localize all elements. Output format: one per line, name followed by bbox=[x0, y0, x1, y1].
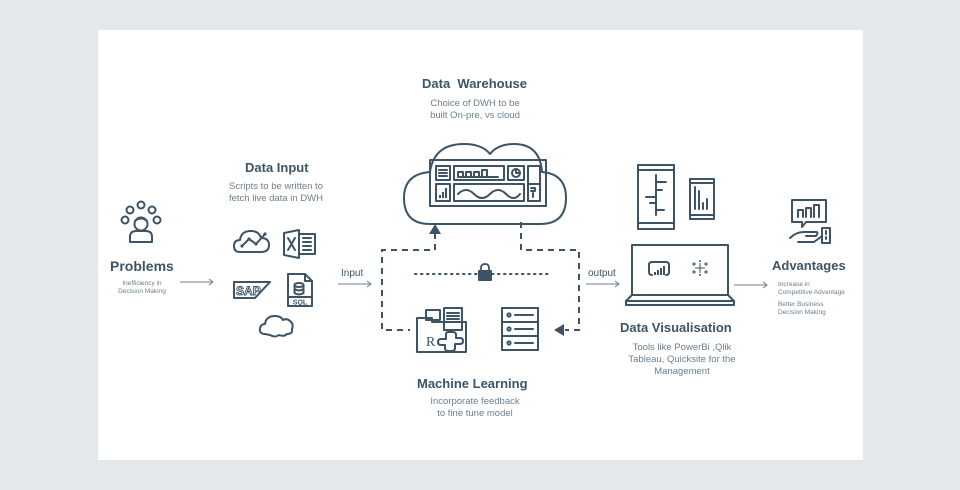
lock-icon bbox=[478, 263, 492, 281]
data-visualisation-desc-line: Tableau, Quicksite for the bbox=[628, 354, 736, 365]
person-with-questions-icon bbox=[120, 200, 162, 243]
machine-learning-description: Incorporate feedback to fine tune model bbox=[410, 396, 540, 420]
loop-right-path bbox=[520, 222, 580, 331]
excel-icon bbox=[283, 229, 316, 259]
sql-text: SQL bbox=[293, 300, 308, 307]
machine-learning-desc-line: Incorporate feedback bbox=[430, 396, 520, 407]
advantage-line: Increase in bbox=[778, 281, 810, 288]
advantages-title: Advantages bbox=[772, 258, 846, 273]
data-visualisation-desc-line: Management bbox=[654, 366, 710, 377]
data-warehouse-title: Data Warehouse bbox=[422, 76, 527, 91]
loop-left-path bbox=[381, 233, 436, 331]
data-input-desc-line: fetch live data in DWH bbox=[229, 193, 323, 204]
advantage-line: Better Business bbox=[778, 301, 824, 308]
machine-learning-desc-line: to fine tune model bbox=[437, 408, 513, 419]
salesforce-cloud-icon bbox=[258, 315, 294, 338]
diagram-card bbox=[98, 30, 863, 460]
r-text: R bbox=[426, 335, 436, 350]
data-input-description: Scripts to be written to fetch live data… bbox=[216, 181, 336, 205]
sap-icon: SAP bbox=[233, 281, 271, 299]
arrowhead-up-icon bbox=[429, 224, 441, 234]
laptop-icon bbox=[625, 244, 735, 306]
powerbi-icon bbox=[648, 261, 670, 276]
output-label: output bbox=[588, 268, 616, 279]
advantage-item: Increase in Competitive Advantage bbox=[778, 281, 845, 297]
problems-title: Problems bbox=[110, 258, 174, 274]
arrowhead-left-icon bbox=[554, 324, 564, 336]
input-arrow-icon bbox=[338, 280, 372, 288]
data-warehouse-desc-line: Choice of DWH to be bbox=[430, 98, 520, 109]
advantage-line: Competitive Advantage bbox=[778, 289, 845, 296]
problems-description: Inefficiency in Decision Making bbox=[110, 280, 174, 296]
data-input-desc-line: Scripts to be written to bbox=[229, 181, 323, 192]
server-icon bbox=[501, 307, 539, 351]
tableau-icon bbox=[692, 260, 708, 276]
data-input-title: Data Input bbox=[245, 160, 309, 175]
phone-icon bbox=[689, 178, 715, 220]
machine-learning-title: Machine Learning bbox=[417, 376, 528, 391]
advantage-item: Better Business Decision Making bbox=[778, 301, 845, 317]
sql-file-icon: SQL bbox=[287, 273, 313, 307]
output-arrow-icon bbox=[586, 280, 620, 288]
arrow-right-icon bbox=[180, 278, 214, 286]
data-visualisation-title: Data Visualisation bbox=[620, 320, 732, 335]
data-visualisation-desc-line: Tools like PowerBi ,Qlik bbox=[632, 342, 732, 353]
data-visualisation-description: Tools like PowerBi ,Qlik Tableau, Quicks… bbox=[612, 342, 752, 378]
input-label: Input bbox=[341, 268, 364, 279]
cloud-analytics-icon bbox=[233, 230, 270, 253]
folder-r-python-icon: R bbox=[416, 307, 467, 353]
data-warehouse-description: Choice of DWH to be built On-pre, vs clo… bbox=[410, 98, 540, 122]
tablet-icon bbox=[637, 164, 675, 230]
advantage-line: Decision Making bbox=[778, 309, 826, 316]
hand-chart-icon bbox=[789, 199, 831, 244]
problems-desc-line: Inefficiency in bbox=[122, 280, 162, 287]
cloud-dashboard-icon bbox=[403, 143, 567, 225]
arrow-right-icon bbox=[734, 281, 768, 289]
problems-desc-line: Decision Making bbox=[118, 288, 166, 295]
sap-text: SAP bbox=[236, 284, 261, 298]
advantages-list: Increase in Competitive Advantage Better… bbox=[778, 281, 845, 317]
data-warehouse-desc-line: built On-pre, vs cloud bbox=[430, 110, 520, 121]
